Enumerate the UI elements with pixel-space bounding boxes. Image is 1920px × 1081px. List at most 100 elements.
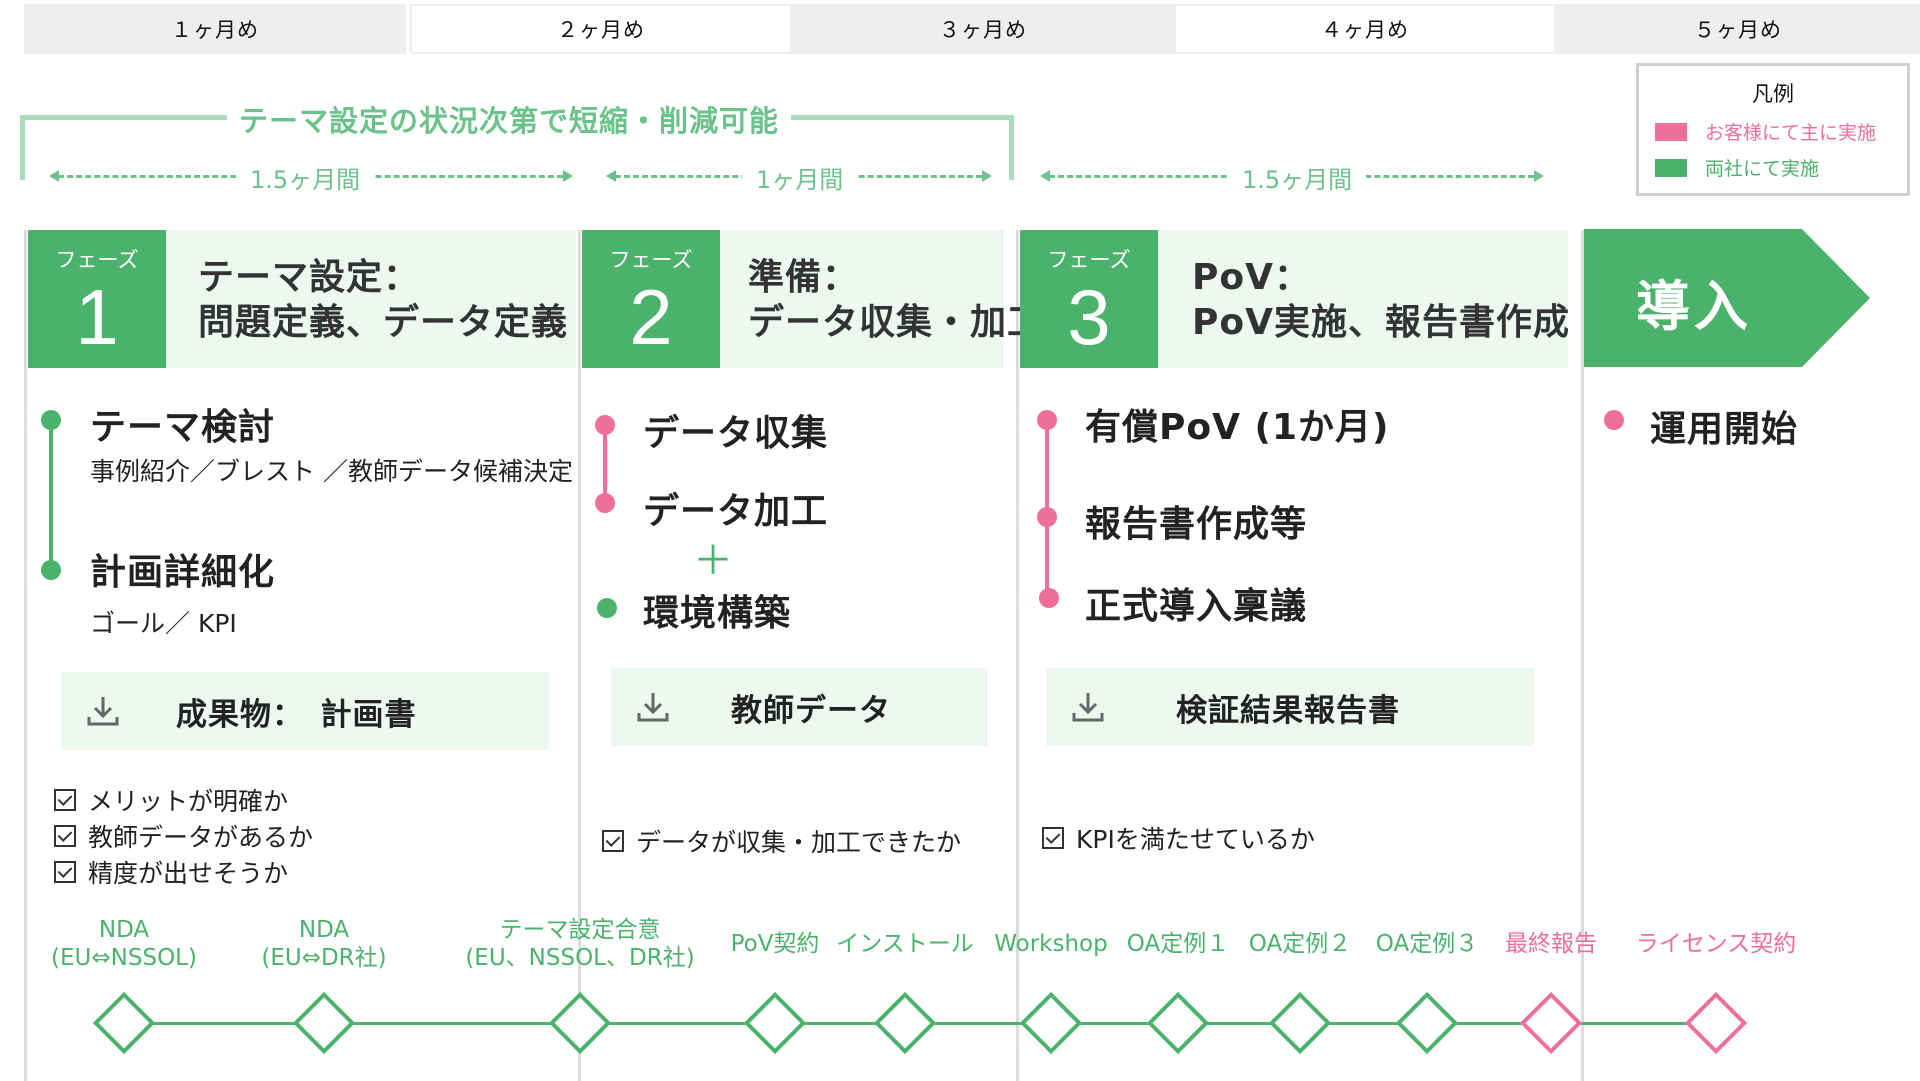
milestone-label-line: NDA — [298, 917, 350, 943]
arrow-right-icon — [982, 170, 992, 182]
month-header-5: ５ヶ月め — [1556, 4, 1920, 54]
checklist-text: KPIを満たせているか — [1076, 825, 1315, 854]
duration-phase-1: 1.5ヶ月間 — [236, 160, 375, 195]
milestone-label-line: ライセンス契約 — [1635, 931, 1797, 957]
legend-label: 両社にて実施 — [1705, 158, 1820, 180]
arrow-right-icon — [563, 170, 573, 182]
step-subtitle: 事例紹介／ブレスト ／教師データ候補決定 — [90, 457, 573, 486]
milestone-label: インストール — [836, 930, 974, 958]
phase-label: フェーズ — [609, 248, 693, 272]
phase-label: フェーズ — [55, 248, 139, 272]
step-subtitle: ゴール／ KPI — [90, 609, 237, 638]
month-header-1: １ヶ月め — [24, 4, 406, 54]
milestone-label-line: OA定例１ — [1126, 931, 1230, 957]
step-dot — [1037, 507, 1057, 527]
milestone-label: PoV契約 — [731, 930, 820, 958]
checklist-item: データが収集・加工できたか — [602, 823, 961, 859]
phase-title-line: 問題定義、データ定義 — [198, 302, 569, 343]
column-divider — [1581, 230, 1584, 1081]
phase-number: 3 — [1067, 273, 1111, 361]
milestone-label-line: 最終報告 — [1505, 931, 1597, 957]
deliverable-label: 成果物： 計画書 — [176, 696, 417, 733]
step-title: データ加工 — [643, 491, 829, 532]
milestone-label-line: (EU、NSSOL、DR社) — [465, 945, 695, 971]
phase-title-line: データ収集・加工 — [748, 302, 1045, 343]
deliverable-phase-2: 教師データ — [611, 668, 988, 746]
milestone-label-line: PoV契約 — [730, 931, 820, 957]
duration-phase-3: 1.5ヶ月間 — [1228, 160, 1367, 195]
phase-3-badge: フェーズ 3 — [1020, 230, 1158, 368]
milestone-label: Workshop — [994, 930, 1107, 958]
download-icon — [1072, 693, 1104, 722]
diamond-milestone-icon — [1268, 991, 1332, 1055]
legend-label: お客様にて主に実施 — [1705, 122, 1877, 144]
month-header-4: ４ヶ月め — [1174, 4, 1556, 54]
diamond-milestone-icon — [1019, 991, 1083, 1055]
milestone-label-line: (EU⇔DR社) — [261, 945, 387, 971]
legend-item-customer: お客様にて主に実施 — [1655, 118, 1876, 145]
step-title: 運用開始 — [1650, 409, 1799, 450]
deliverable-phase-3: 検証結果報告書 — [1046, 668, 1534, 746]
milestone-label: OA定例１ — [1127, 930, 1229, 958]
diamond-milestone-icon — [743, 991, 807, 1055]
phase-title-line: テーマ設定： — [198, 257, 421, 298]
phase-number: 2 — [629, 273, 673, 361]
milestone-label-line: インストール — [836, 931, 974, 957]
arrow-left-icon — [606, 170, 616, 182]
legend-swatch-green — [1655, 158, 1687, 177]
checkbox-icon — [54, 789, 76, 811]
legend-title: 凡例 — [1752, 82, 1794, 106]
step-dot — [597, 598, 617, 618]
phase-title-line: PoV実施、報告書作成 — [1192, 302, 1570, 343]
month-header-3: ３ヶ月め — [792, 4, 1174, 54]
milestone-label: 最終報告 — [1505, 930, 1597, 958]
deliverable-label: 教師データ — [731, 692, 891, 729]
plus-icon: ＋ — [693, 538, 733, 584]
checklist-item: メリットが明確か — [54, 782, 288, 818]
checklist-text: データが収集・加工できたか — [636, 828, 962, 857]
phase-3-title: PoV： PoV実施、報告書作成 — [1192, 255, 1570, 345]
phase-1-badge: フェーズ 1 — [28, 230, 166, 368]
diamond-milestone-icon — [292, 991, 356, 1055]
duration-phase-2: 1ヶ月間 — [742, 160, 858, 195]
milestone-label-line: OA定例３ — [1375, 931, 1479, 957]
step-dot — [1039, 588, 1059, 608]
step-title: 報告書作成等 — [1085, 504, 1308, 545]
step-title: データ収集 — [643, 413, 829, 454]
arrow-right-icon — [1534, 170, 1544, 182]
phase-number: 1 — [75, 273, 119, 361]
step-title: テーマ検討 — [90, 407, 276, 448]
step-title: 正式導入稟議 — [1085, 586, 1308, 627]
checkbox-icon — [1042, 827, 1064, 849]
checklist-item: 精度が出せそうか — [54, 854, 288, 890]
milestone-label: テーマ設定合意(EU、NSSOL、DR社) — [465, 916, 694, 972]
diamond-milestone-icon — [92, 991, 156, 1055]
milestone-label-line: Workshop — [994, 931, 1108, 957]
step-dot — [41, 560, 61, 580]
diamond-milestone-icon — [873, 991, 937, 1055]
milestone-label: NDA(EU⇔NSSOL) — [51, 916, 197, 972]
milestone-label-line: (EU⇔NSSOL) — [51, 945, 197, 971]
legend: 凡例 お客様にて主に実施 両社にて実施 — [1636, 63, 1910, 196]
month-header-2: ２ヶ月め — [410, 4, 792, 54]
step-connector — [603, 425, 607, 503]
column-divider — [1016, 230, 1019, 1081]
milestone-label: OA定例２ — [1249, 930, 1351, 958]
column-divider — [578, 230, 581, 1081]
milestone-label-line: NDA — [98, 917, 150, 943]
step-dot — [595, 415, 615, 435]
download-icon — [637, 693, 669, 722]
phase-2-title: 準備： データ収集・加工 — [748, 255, 1044, 345]
checklist-item: KPIを満たせているか — [1042, 820, 1315, 856]
arrow-left-icon — [49, 170, 59, 182]
intro-arrow-shape — [1584, 229, 1870, 367]
milestone-label: ライセンス契約 — [1636, 930, 1797, 958]
checkbox-icon — [54, 825, 76, 847]
checkbox-icon — [602, 830, 624, 852]
shortening-note: テーマ設定の状況次第で短縮・削減可能 — [227, 98, 792, 140]
milestone-label: OA定例３ — [1376, 930, 1478, 958]
checklist-item: 教師データがあるか — [54, 818, 313, 854]
diamond-milestone-icon — [1519, 991, 1583, 1055]
step-title: 計画詳細化 — [90, 552, 276, 593]
step-connector — [49, 420, 53, 570]
